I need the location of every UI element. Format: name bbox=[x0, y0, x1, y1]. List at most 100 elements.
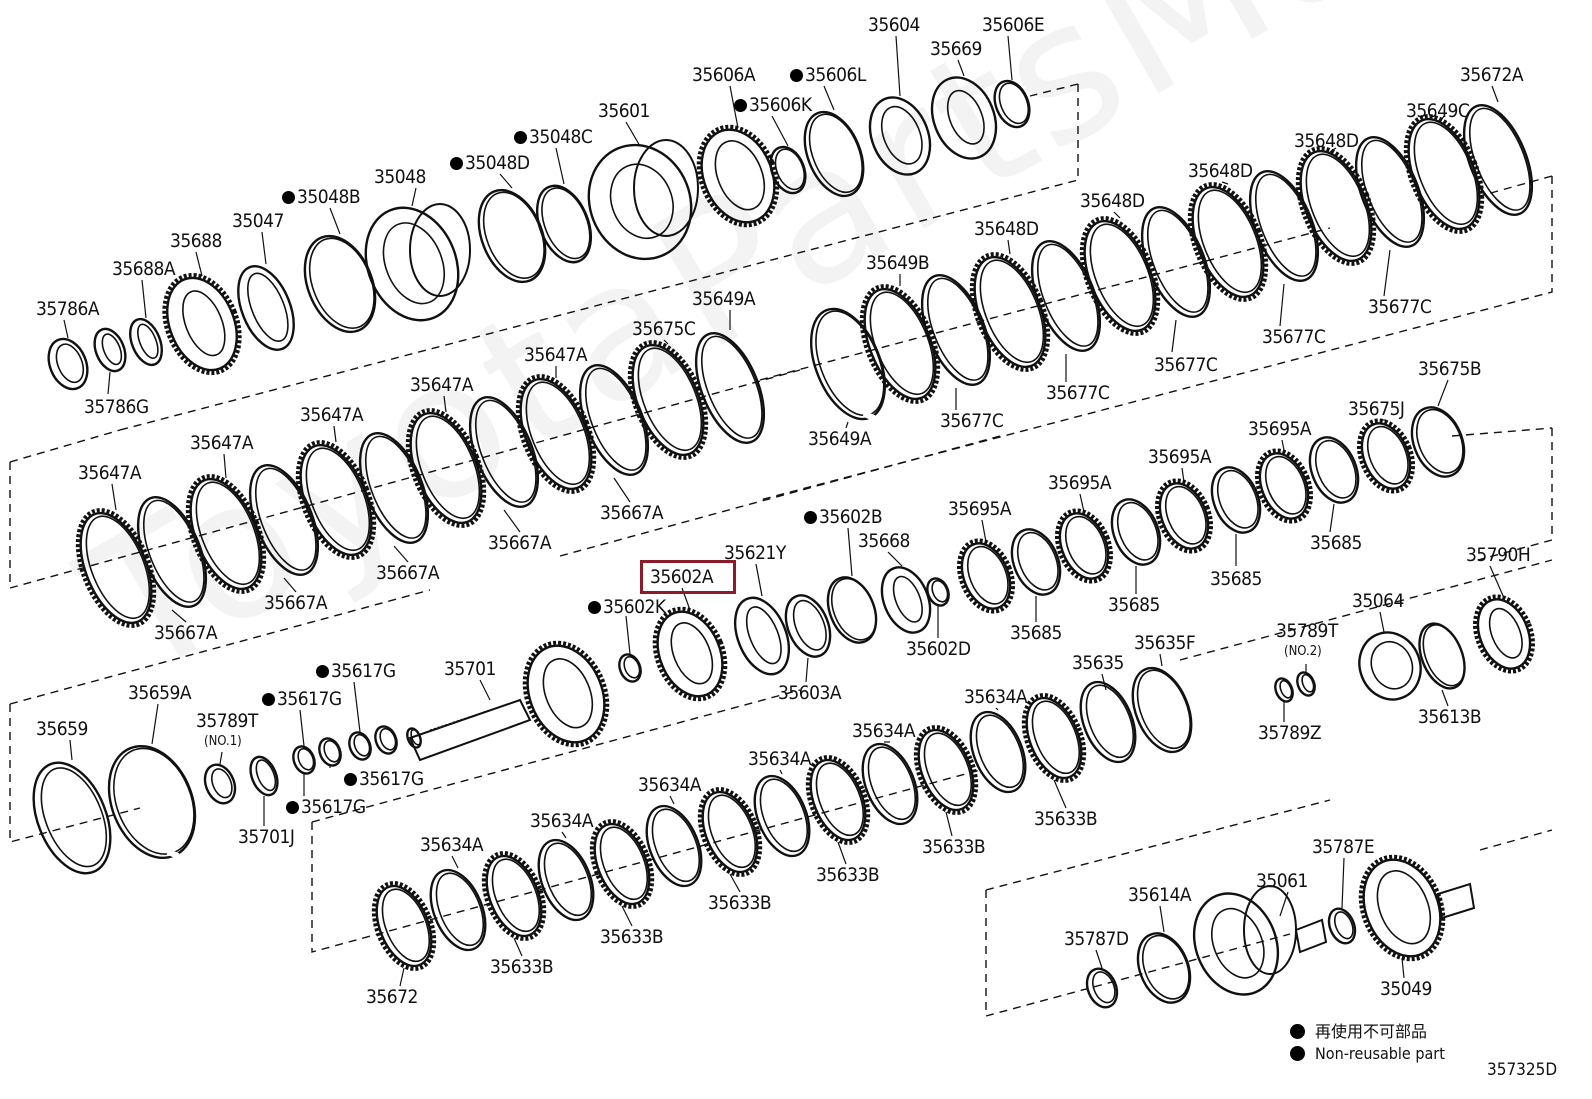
part-label-35647a[interactable]: 35647A bbox=[524, 346, 588, 365]
part-label-35659[interactable]: 35659 bbox=[36, 720, 88, 739]
clutch-disc-row5[interactable] bbox=[960, 704, 1036, 800]
part-label-35048c[interactable]: 35048C bbox=[514, 128, 593, 147]
part-label-35634a[interactable]: 35634A bbox=[638, 776, 702, 795]
part-label-35677c[interactable]: 35677C bbox=[940, 412, 1004, 431]
ring-35048c[interactable] bbox=[527, 178, 601, 270]
part-label-35649c[interactable]: 35649C bbox=[1406, 102, 1470, 121]
part-label-35635[interactable]: 35635 bbox=[1072, 654, 1124, 673]
part-label-35688[interactable]: 35688 bbox=[170, 232, 222, 251]
clutch-disc-row4[interactable] bbox=[1349, 412, 1423, 499]
part-label-35685[interactable]: 35685 bbox=[1108, 596, 1160, 615]
hub-35606a[interactable] bbox=[685, 115, 792, 237]
part-label-35634a[interactable]: 35634A bbox=[530, 812, 594, 831]
part-label-35695a[interactable]: 35695A bbox=[1048, 474, 1112, 493]
part-label-35677c[interactable]: 35677C bbox=[1368, 298, 1432, 317]
clutch-disc-row4[interactable] bbox=[1203, 460, 1269, 540]
part-label-35602d[interactable]: 35602D bbox=[906, 640, 971, 659]
part-label-35061[interactable]: 35061 bbox=[1256, 872, 1308, 891]
ring-35635f[interactable] bbox=[1121, 659, 1202, 760]
part-label-35649a[interactable]: 35649A bbox=[692, 290, 756, 309]
part-label-35633b[interactable]: 35633B bbox=[922, 838, 986, 857]
clutch-disc-row5[interactable] bbox=[580, 812, 664, 916]
ring-35659[interactable] bbox=[19, 751, 126, 884]
shaft-end[interactable] bbox=[405, 726, 424, 749]
part-label-35648d[interactable]: 35648D bbox=[1294, 132, 1359, 151]
part-label-35790h[interactable]: 35790H bbox=[1466, 546, 1531, 565]
clutch-disc-row3[interactable] bbox=[957, 243, 1064, 381]
clutch-disc-row5[interactable] bbox=[636, 798, 712, 894]
part-label-35649b[interactable]: 35649B bbox=[866, 254, 930, 273]
clutch-disc-row3[interactable] bbox=[908, 266, 1003, 395]
ring-35614a[interactable] bbox=[1128, 926, 1199, 1011]
part-label-35617g[interactable]: 35617G bbox=[286, 798, 366, 817]
ring-35606k[interactable] bbox=[764, 142, 812, 198]
clutch-disc-row5[interactable] bbox=[1012, 686, 1096, 790]
part-label-35789t[interactable]: 35789T bbox=[1276, 622, 1338, 641]
part-label-35606l[interactable]: 35606L bbox=[790, 66, 866, 85]
part-label-35675j[interactable]: 35675J bbox=[1348, 400, 1405, 419]
clutch-disc-row2[interactable] bbox=[682, 324, 777, 453]
part-label-35633b[interactable]: 35633B bbox=[1034, 810, 1098, 829]
highlighted-part-label-35602a[interactable]: 35602A bbox=[650, 568, 714, 587]
ring-35617g[interactable] bbox=[345, 729, 374, 762]
part-label-35048b[interactable]: 35048B bbox=[282, 188, 361, 207]
part-label-35634a[interactable]: 35634A bbox=[748, 750, 812, 769]
part-label-35647a[interactable]: 35647A bbox=[410, 376, 474, 395]
part-label-35064[interactable]: 35064 bbox=[1352, 592, 1404, 611]
part-label-35672[interactable]: 35672 bbox=[366, 988, 418, 1007]
part-label-35601[interactable]: 35601 bbox=[598, 102, 650, 121]
drum-35061[interactable] bbox=[1179, 881, 1292, 1007]
part-label-35675b[interactable]: 35675B bbox=[1418, 360, 1482, 379]
part-label-35648d[interactable]: 35648D bbox=[974, 220, 1039, 239]
ring-35675b[interactable] bbox=[1402, 400, 1473, 485]
part-label-35685[interactable]: 35685 bbox=[1010, 624, 1062, 643]
clutch-disc-row4[interactable] bbox=[1003, 522, 1069, 602]
part-label-35688a[interactable]: 35688A bbox=[112, 260, 176, 279]
ring-35786a[interactable] bbox=[42, 333, 95, 395]
part-label-35667a[interactable]: 35667A bbox=[154, 624, 218, 643]
part-label-35672a[interactable]: 35672A bbox=[1460, 66, 1524, 85]
part-label-35614a[interactable]: 35614A bbox=[1128, 886, 1192, 905]
ring-35787d[interactable] bbox=[1082, 964, 1123, 1012]
ring-35613b[interactable] bbox=[1411, 617, 1474, 695]
part-label-35617g[interactable]: 35617G bbox=[316, 662, 396, 681]
clutch-disc-row5[interactable] bbox=[688, 780, 772, 884]
clutch-disc-row3[interactable] bbox=[1175, 173, 1282, 311]
part-label-35633b[interactable]: 35633B bbox=[708, 894, 772, 913]
part-label-35634a[interactable]: 35634A bbox=[852, 722, 916, 741]
part-label-35667a[interactable]: 35667A bbox=[488, 534, 552, 553]
clutch-disc-row4[interactable] bbox=[1301, 430, 1367, 510]
part-label-35648d[interactable]: 35648D bbox=[1188, 162, 1253, 181]
part-label-35606k[interactable]: 35606K bbox=[734, 96, 812, 115]
part-label-35787d[interactable]: 35787D bbox=[1064, 930, 1129, 949]
part-label-35635f[interactable]: 35635F bbox=[1134, 634, 1196, 653]
clutch-disc-row3[interactable] bbox=[1018, 232, 1113, 361]
part-label-35677c[interactable]: 35677C bbox=[1262, 328, 1326, 347]
clutch-disc-row5[interactable] bbox=[1070, 674, 1146, 770]
part-label-35602b[interactable]: 35602B bbox=[804, 508, 883, 527]
ring-35602d[interactable] bbox=[923, 575, 952, 608]
clutch-disc-row2[interactable] bbox=[615, 331, 722, 469]
clutch-disc-row5[interactable] bbox=[852, 736, 928, 832]
part-label-35667a[interactable]: 35667A bbox=[376, 564, 440, 583]
part-label-35786a[interactable]: 35786A bbox=[36, 300, 100, 319]
drum-35064[interactable] bbox=[1349, 623, 1430, 709]
hub-35701[interactable] bbox=[510, 630, 622, 758]
clutch-disc-row2[interactable] bbox=[503, 365, 610, 503]
part-label-35049[interactable]: 35049 bbox=[1380, 980, 1432, 999]
clutch-disc-row2[interactable] bbox=[63, 499, 170, 637]
part-label-35667a[interactable]: 35667A bbox=[600, 504, 664, 523]
gear-35602a[interactable] bbox=[642, 598, 738, 710]
ring-35602k[interactable] bbox=[615, 651, 644, 684]
bearing-35668[interactable] bbox=[873, 560, 939, 640]
part-35701j[interactable] bbox=[245, 753, 282, 799]
clutch-disc-row4[interactable] bbox=[949, 532, 1023, 619]
part-label-35685[interactable]: 35685 bbox=[1310, 534, 1362, 553]
part-35621y[interactable] bbox=[725, 590, 799, 682]
part-label-35048d[interactable]: 35048D bbox=[450, 154, 530, 173]
part-label-35701j[interactable]: 35701J bbox=[238, 828, 295, 847]
part-label-35677c[interactable]: 35677C bbox=[1046, 384, 1110, 403]
clutch-disc-row5[interactable] bbox=[472, 844, 556, 948]
ring-35606e[interactable] bbox=[988, 76, 1036, 132]
ring-35617g[interactable] bbox=[315, 735, 344, 768]
